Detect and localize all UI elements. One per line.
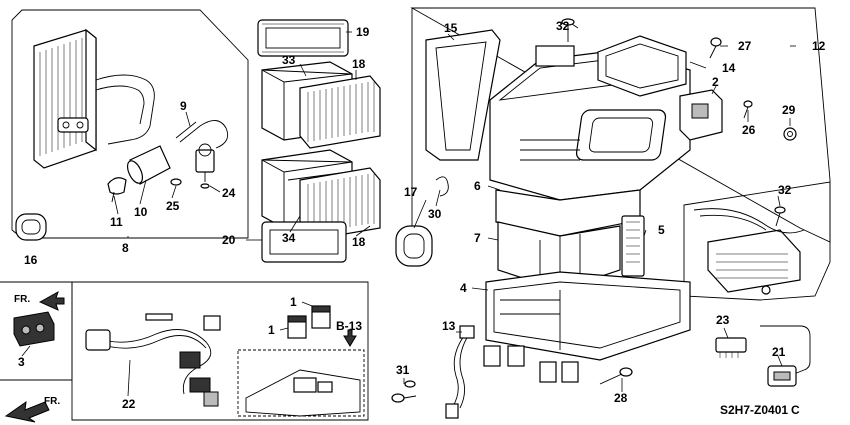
screws-31 [391,380,417,403]
screw-26 [743,100,753,119]
harness-group-outline [71,281,369,421]
evaporator-core [33,28,155,169]
fr-label-bottom: FR. [44,396,60,407]
part-label-5: 5 [658,223,665,237]
relay-1b [311,305,331,329]
sensor-21 [760,325,811,387]
screw-32-inset [774,206,786,227]
part-label-18a: 18 [352,57,366,71]
front-direction-arrow-bottom [4,400,50,423]
part-number-labels: 9 10 11 25 24 8 16 19 33 18 34 18 20 15 … [18,19,826,411]
part-label-16: 16 [24,253,38,267]
clip [107,177,127,203]
insulation-tube [126,145,171,185]
gasket-14 [597,35,687,97]
resistor-bracket [693,208,805,234]
part-label-21: 21 [772,345,786,359]
part-label-10: 10 [134,205,148,219]
actuator-motor [679,89,723,141]
fuse-box-location [245,369,361,417]
drain-grommet [15,213,47,241]
part-label-26: 26 [742,123,756,137]
part-label-34: 34 [282,231,296,245]
part-label-27: 27 [738,39,752,53]
expansion-valve [195,143,215,189]
part-label-32a: 32 [556,19,570,33]
part-label-19: 19 [356,25,370,39]
blower-resistor [707,229,801,293]
part-label-18b: 18 [352,235,366,249]
part-label-22: 22 [122,397,136,411]
lower-case [485,271,691,361]
diagram-code-suffix: C [791,403,800,417]
air-filter-upper [299,75,381,149]
reference-b13: B-13 [336,319,362,333]
seal-19 [257,19,349,57]
part-label-11: 11 [110,215,123,229]
screw-32-top [561,18,575,42]
part-label-4: 4 [460,281,467,295]
part-label-6: 6 [474,179,481,193]
wire-clip-30 [435,176,449,197]
fr-label-top: FR. [14,294,30,305]
evaporator-group-outline [11,9,249,239]
part-label-13: 13 [442,319,456,333]
screw-28 [599,367,633,385]
left-inset-outline [0,281,73,381]
front-direction-arrow-top [38,290,65,311]
mode-door [621,215,645,277]
part-label-1b: 1 [268,323,275,337]
thermistor-harness-13 [445,325,475,419]
wire-harness-22 [85,313,221,407]
seal-20 [261,221,347,263]
part-label-28: 28 [614,391,628,405]
connector-23 [715,337,747,358]
part-label-32b: 32 [778,183,792,197]
part-label-31: 31 [396,363,410,377]
part-label-30: 30 [428,207,442,221]
duct-packing-17 [395,225,433,267]
o-ring [170,178,182,186]
part-label-1a: 1 [290,295,297,309]
part-label-25: 25 [166,199,180,213]
part-label-20: 20 [222,233,236,247]
bottom-clips [483,345,579,383]
part-label-9: 9 [180,99,187,113]
reference-arrow-b13 [343,329,357,347]
part-label-33: 33 [282,53,296,67]
part-label-7: 7 [474,231,481,245]
leader-lines [21,23,796,397]
part-label-14: 14 [722,61,736,75]
part-label-2: 2 [712,75,719,89]
part-label-17: 17 [404,185,418,199]
seal-15 [425,29,501,161]
screw-27 [709,37,722,59]
part-label-23: 23 [716,313,730,327]
part-label-29: 29 [782,103,796,117]
nut-29 [783,127,797,141]
part-label-12: 12 [812,39,826,53]
switch-3 [13,311,55,347]
part-label-15: 15 [444,21,458,35]
relay-1a [287,315,307,339]
part-label-24: 24 [222,186,236,200]
part-label-8: 8 [122,241,129,255]
thermo-sensor [175,120,229,149]
part-label-3: 3 [18,355,25,369]
inset-screw-lower [761,285,771,295]
